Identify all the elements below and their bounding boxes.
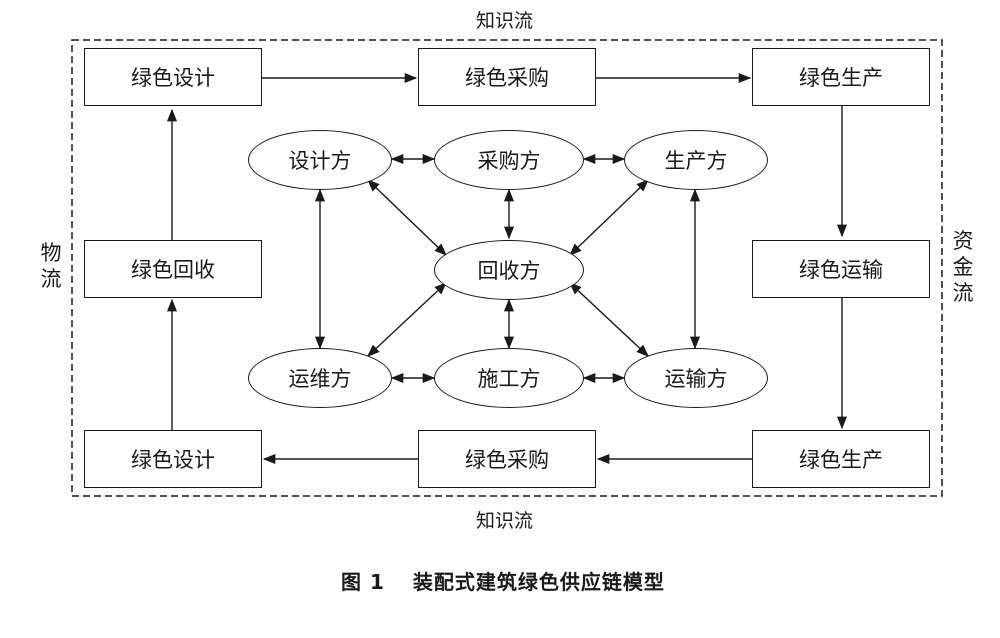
party-transporter: 运输方 xyxy=(624,348,768,408)
party-constructor: 施工方 xyxy=(434,348,584,408)
party-producer: 生产方 xyxy=(624,130,768,190)
stage-green-recycle: 绿色回收 xyxy=(84,240,262,298)
capital-flow-label: 资金流 xyxy=(950,228,976,306)
link-transporter-recycler xyxy=(569,282,649,357)
knowledge-flow-bottom-label: 知识流 xyxy=(476,510,534,532)
party-purchaser: 采购方 xyxy=(434,130,584,190)
figure-title: 装配式建筑绿色供应链模型 xyxy=(412,570,665,594)
stage-green-purchase-top: 绿色采购 xyxy=(418,48,596,106)
capital-flow-text: 资金流 xyxy=(952,229,974,305)
stage-green-production-top: 绿色生产 xyxy=(752,48,930,106)
party-recycler: 回收方 xyxy=(434,240,584,300)
figure-number: 图 1 xyxy=(341,570,385,594)
stage-green-production-bottom: 绿色生产 xyxy=(752,430,930,488)
logistics-flow-text: 物流 xyxy=(40,241,62,291)
stage-green-design-bottom: 绿色设计 xyxy=(84,430,262,488)
party-maintainer: 运维方 xyxy=(248,348,392,408)
dashed-boundary xyxy=(71,39,943,497)
link-designer-recycler xyxy=(367,179,447,256)
stage-green-purchase-bottom: 绿色采购 xyxy=(418,430,596,488)
link-producer-recycler xyxy=(569,179,649,256)
link-maintainer-recycler xyxy=(367,282,447,357)
stage-green-design-top: 绿色设计 xyxy=(84,48,262,106)
stage-green-transport: 绿色运输 xyxy=(752,240,930,298)
party-designer: 设计方 xyxy=(248,130,392,190)
figure-caption: 图 1 装配式建筑绿色供应链模型 xyxy=(341,566,665,595)
knowledge-flow-top-label: 知识流 xyxy=(476,10,534,32)
logistics-flow-label: 物流 xyxy=(38,240,64,292)
